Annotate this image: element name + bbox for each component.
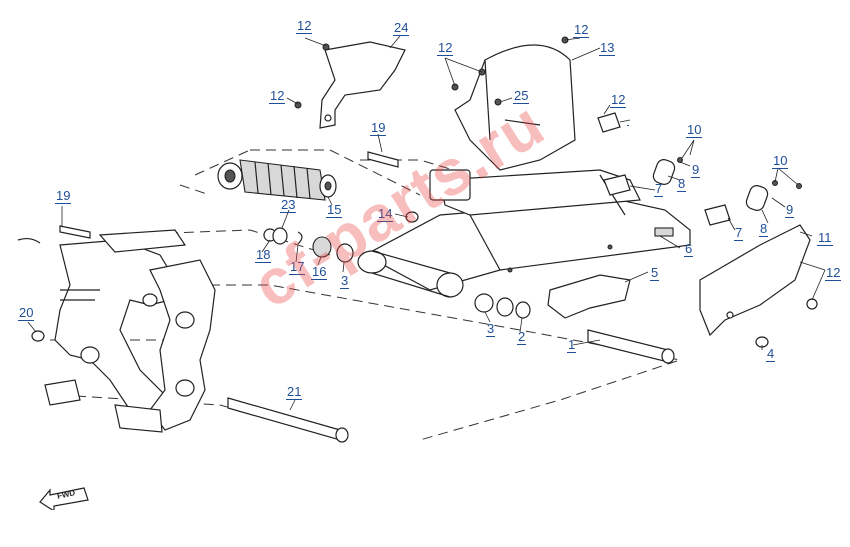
callout-23[interactable]: 24 [393, 20, 410, 36]
callout-25[interactable] [627, 110, 629, 126]
callout-12-fender-left[interactable]: 12 [437, 40, 454, 56]
callout-19-left[interactable]: 19 [55, 188, 72, 204]
callout-12-guard[interactable]: 12 [825, 265, 842, 281]
callout-8-right[interactable]: 8 [759, 221, 769, 237]
callout-20[interactable]: 20 [18, 305, 35, 321]
callout-16[interactable]: 16 [311, 264, 328, 280]
callout-21[interactable]: 21 [286, 384, 303, 400]
callout-3-top[interactable]: 3 [340, 273, 350, 289]
callout-9-left[interactable]: 9 [691, 162, 701, 178]
frame-pivot-bracket [17, 229, 216, 433]
callout-2[interactable]: 2 [517, 329, 527, 345]
callout-24[interactable]: 25 [513, 88, 530, 104]
callout-9-right[interactable]: 9 [785, 202, 795, 218]
forward-arrow-icon [39, 487, 89, 510]
rear-axle [587, 329, 675, 364]
callout-13[interactable]: 13 [599, 40, 616, 56]
callout-3-bottom[interactable]: 3 [486, 321, 496, 337]
callout-6[interactable]: 6 [684, 241, 694, 257]
callout-18[interactable]: 18 [255, 247, 272, 263]
small-parts [31, 36, 802, 348]
callout-11[interactable]: 11 [817, 230, 833, 246]
callout-5[interactable]: 5 [650, 265, 660, 281]
callout-8-left[interactable]: 8 [677, 176, 687, 192]
callout-22[interactable]: 23 [280, 197, 297, 213]
callout-12-clip[interactable]: 12 [610, 92, 627, 108]
leader-lines [27, 35, 826, 411]
callout-15[interactable]: 15 [326, 202, 343, 218]
seat-bracket [319, 41, 406, 129]
swingarm [357, 169, 691, 298]
callout-12-fender-top[interactable]: 12 [573, 22, 590, 38]
callout-4[interactable]: 4 [766, 346, 776, 362]
callout-10-left[interactable]: 10 [686, 122, 703, 138]
callout-19-top[interactable]: 19 [370, 120, 387, 136]
chain-guard [699, 224, 818, 337]
callout-10-right[interactable]: 10 [772, 153, 789, 169]
callout-12-bracket-left[interactable]: 12 [269, 88, 286, 104]
callout-1[interactable]: 1 [567, 337, 577, 353]
callout-14[interactable]: 14 [377, 206, 394, 222]
callout-7-left[interactable]: 7 [654, 181, 664, 197]
rear-shock-absorber [217, 159, 337, 201]
rear-fender [454, 44, 576, 171]
callout-12-bracket-top[interactable]: 12 [296, 18, 313, 34]
callout-7-right[interactable]: 7 [734, 225, 744, 241]
pivot-shaft [227, 397, 349, 443]
chain-slider [547, 274, 631, 319]
callout-17[interactable]: 17 [289, 259, 306, 275]
